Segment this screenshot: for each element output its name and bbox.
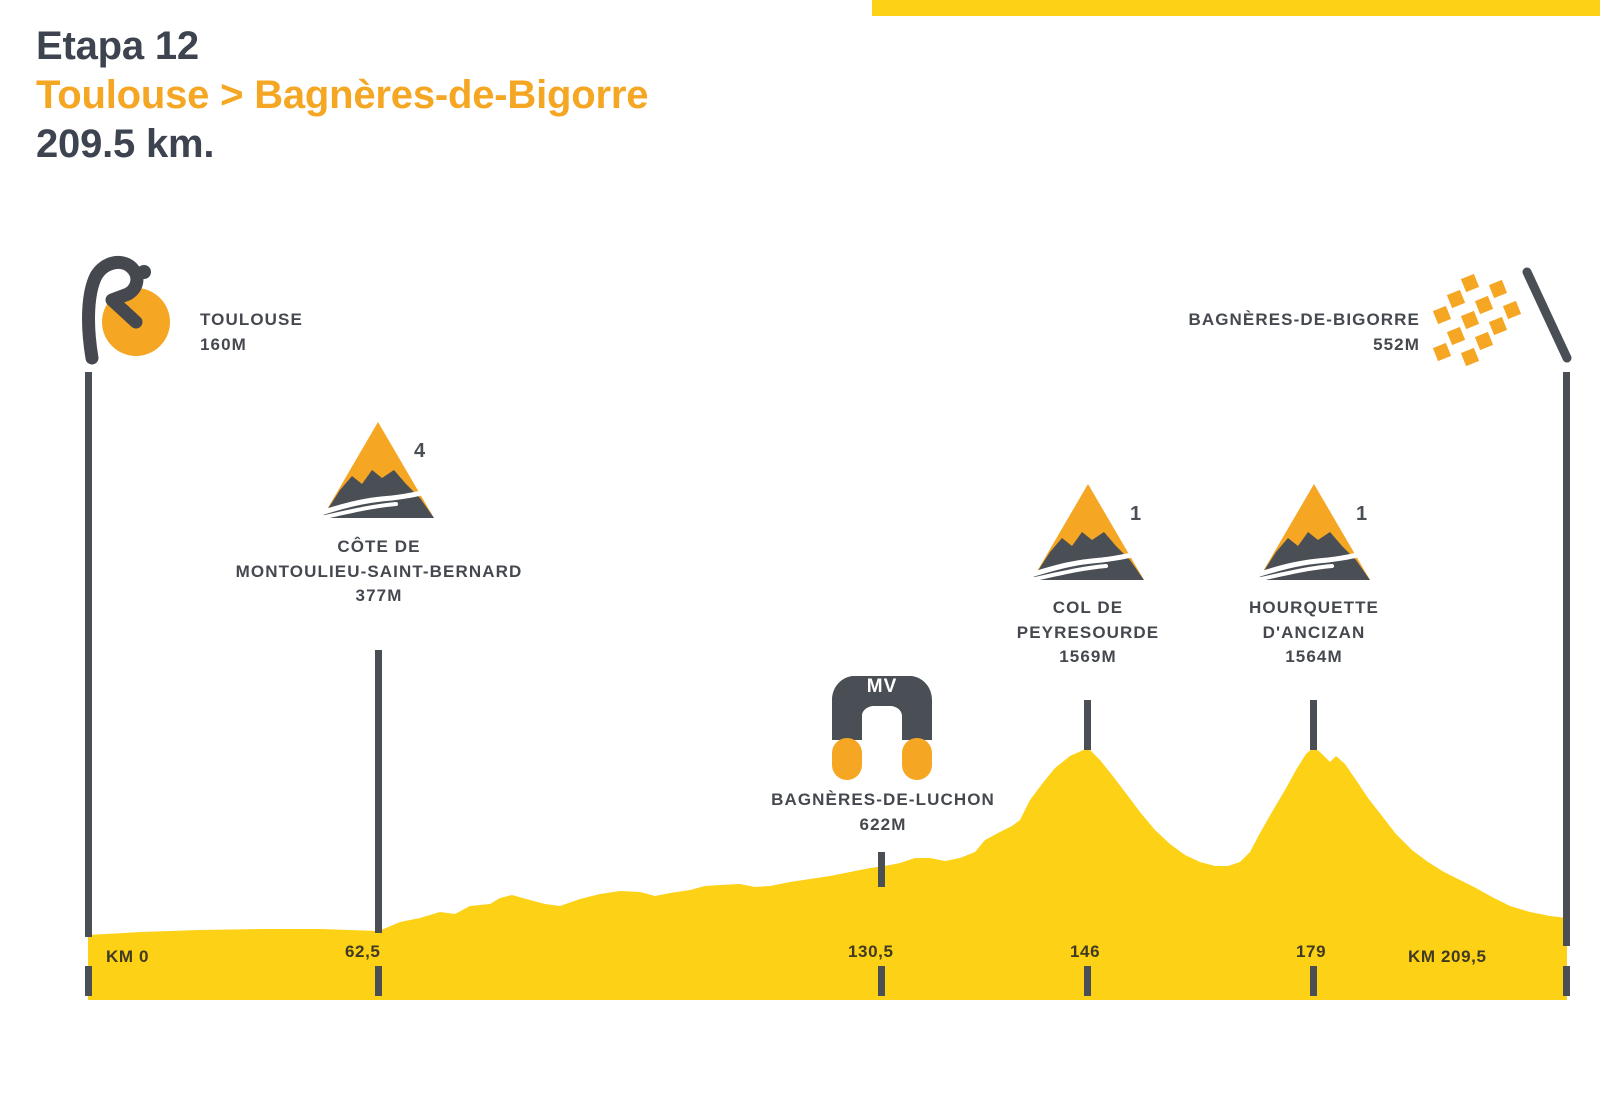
stage-number: Etapa 12 bbox=[36, 24, 199, 68]
cyclist-body-path bbox=[82, 255, 144, 365]
arch-leg-left bbox=[832, 738, 862, 780]
flag-checkers bbox=[1432, 273, 1522, 367]
mountain-icon-montoulieu bbox=[318, 422, 435, 520]
axis-tick-start bbox=[85, 966, 92, 996]
climb-category-montoulieu: 4 bbox=[414, 440, 426, 462]
axis-tick-end bbox=[1563, 966, 1570, 996]
stage-distance: 209.5 km. bbox=[36, 121, 215, 166]
dropline-luchon bbox=[878, 852, 885, 887]
checkered-flag-icon bbox=[1432, 267, 1572, 367]
dropline-peyresourde bbox=[1084, 700, 1091, 750]
mountain-road-upper bbox=[1257, 549, 1371, 577]
sprint-badge-label: MV bbox=[866, 676, 898, 697]
axis-label-start: KM 0 bbox=[106, 947, 150, 966]
climb-category-ancizan: 1 bbox=[1356, 503, 1368, 525]
dropline-montoulieu bbox=[375, 650, 382, 933]
cyclist-head-dot bbox=[137, 265, 151, 279]
mountain-road-upper bbox=[1031, 549, 1145, 577]
axis-label-179: 179 bbox=[1296, 942, 1327, 961]
finish-vertical-line bbox=[1563, 372, 1570, 946]
axis-label-62-5: 62,5 bbox=[345, 942, 381, 961]
inflatable-arch-icon bbox=[832, 676, 932, 780]
axis-tick-62-5 bbox=[375, 966, 382, 996]
arch-leg-right bbox=[902, 738, 932, 780]
mountain-road-lower bbox=[1254, 564, 1334, 582]
axis-tick-146 bbox=[1084, 966, 1091, 996]
dropline-ancizan bbox=[1310, 700, 1317, 750]
axis-label-130-5: 130,5 bbox=[848, 942, 894, 961]
axis-tick-130-5 bbox=[878, 966, 885, 996]
arch-body bbox=[832, 676, 932, 740]
tour-de-france-cyclist-logo bbox=[82, 255, 170, 365]
axis-label-146: 146 bbox=[1070, 942, 1101, 961]
top-accent-bar bbox=[872, 0, 1600, 16]
flag-pole bbox=[1522, 267, 1572, 363]
route-title: Toulouse > Bagnères-de-Bigorre bbox=[36, 72, 649, 117]
start-vertical-line bbox=[85, 372, 92, 937]
terrain-area bbox=[88, 747, 1567, 1000]
mountain-road-lower bbox=[318, 502, 398, 520]
mountain-road-lower bbox=[1028, 564, 1108, 582]
mountain-road-upper bbox=[321, 487, 435, 515]
mountain-icon-peyresourde bbox=[1028, 484, 1145, 582]
axis-tick-179 bbox=[1310, 966, 1317, 996]
header: Etapa 12 Toulouse > Bagnères-de-Bigorre … bbox=[36, 22, 1136, 168]
climb-category-peyresourde: 1 bbox=[1130, 503, 1142, 525]
axis-label-end: KM 209,5 bbox=[1408, 947, 1487, 966]
mountain-icon-ancizan bbox=[1254, 484, 1371, 582]
